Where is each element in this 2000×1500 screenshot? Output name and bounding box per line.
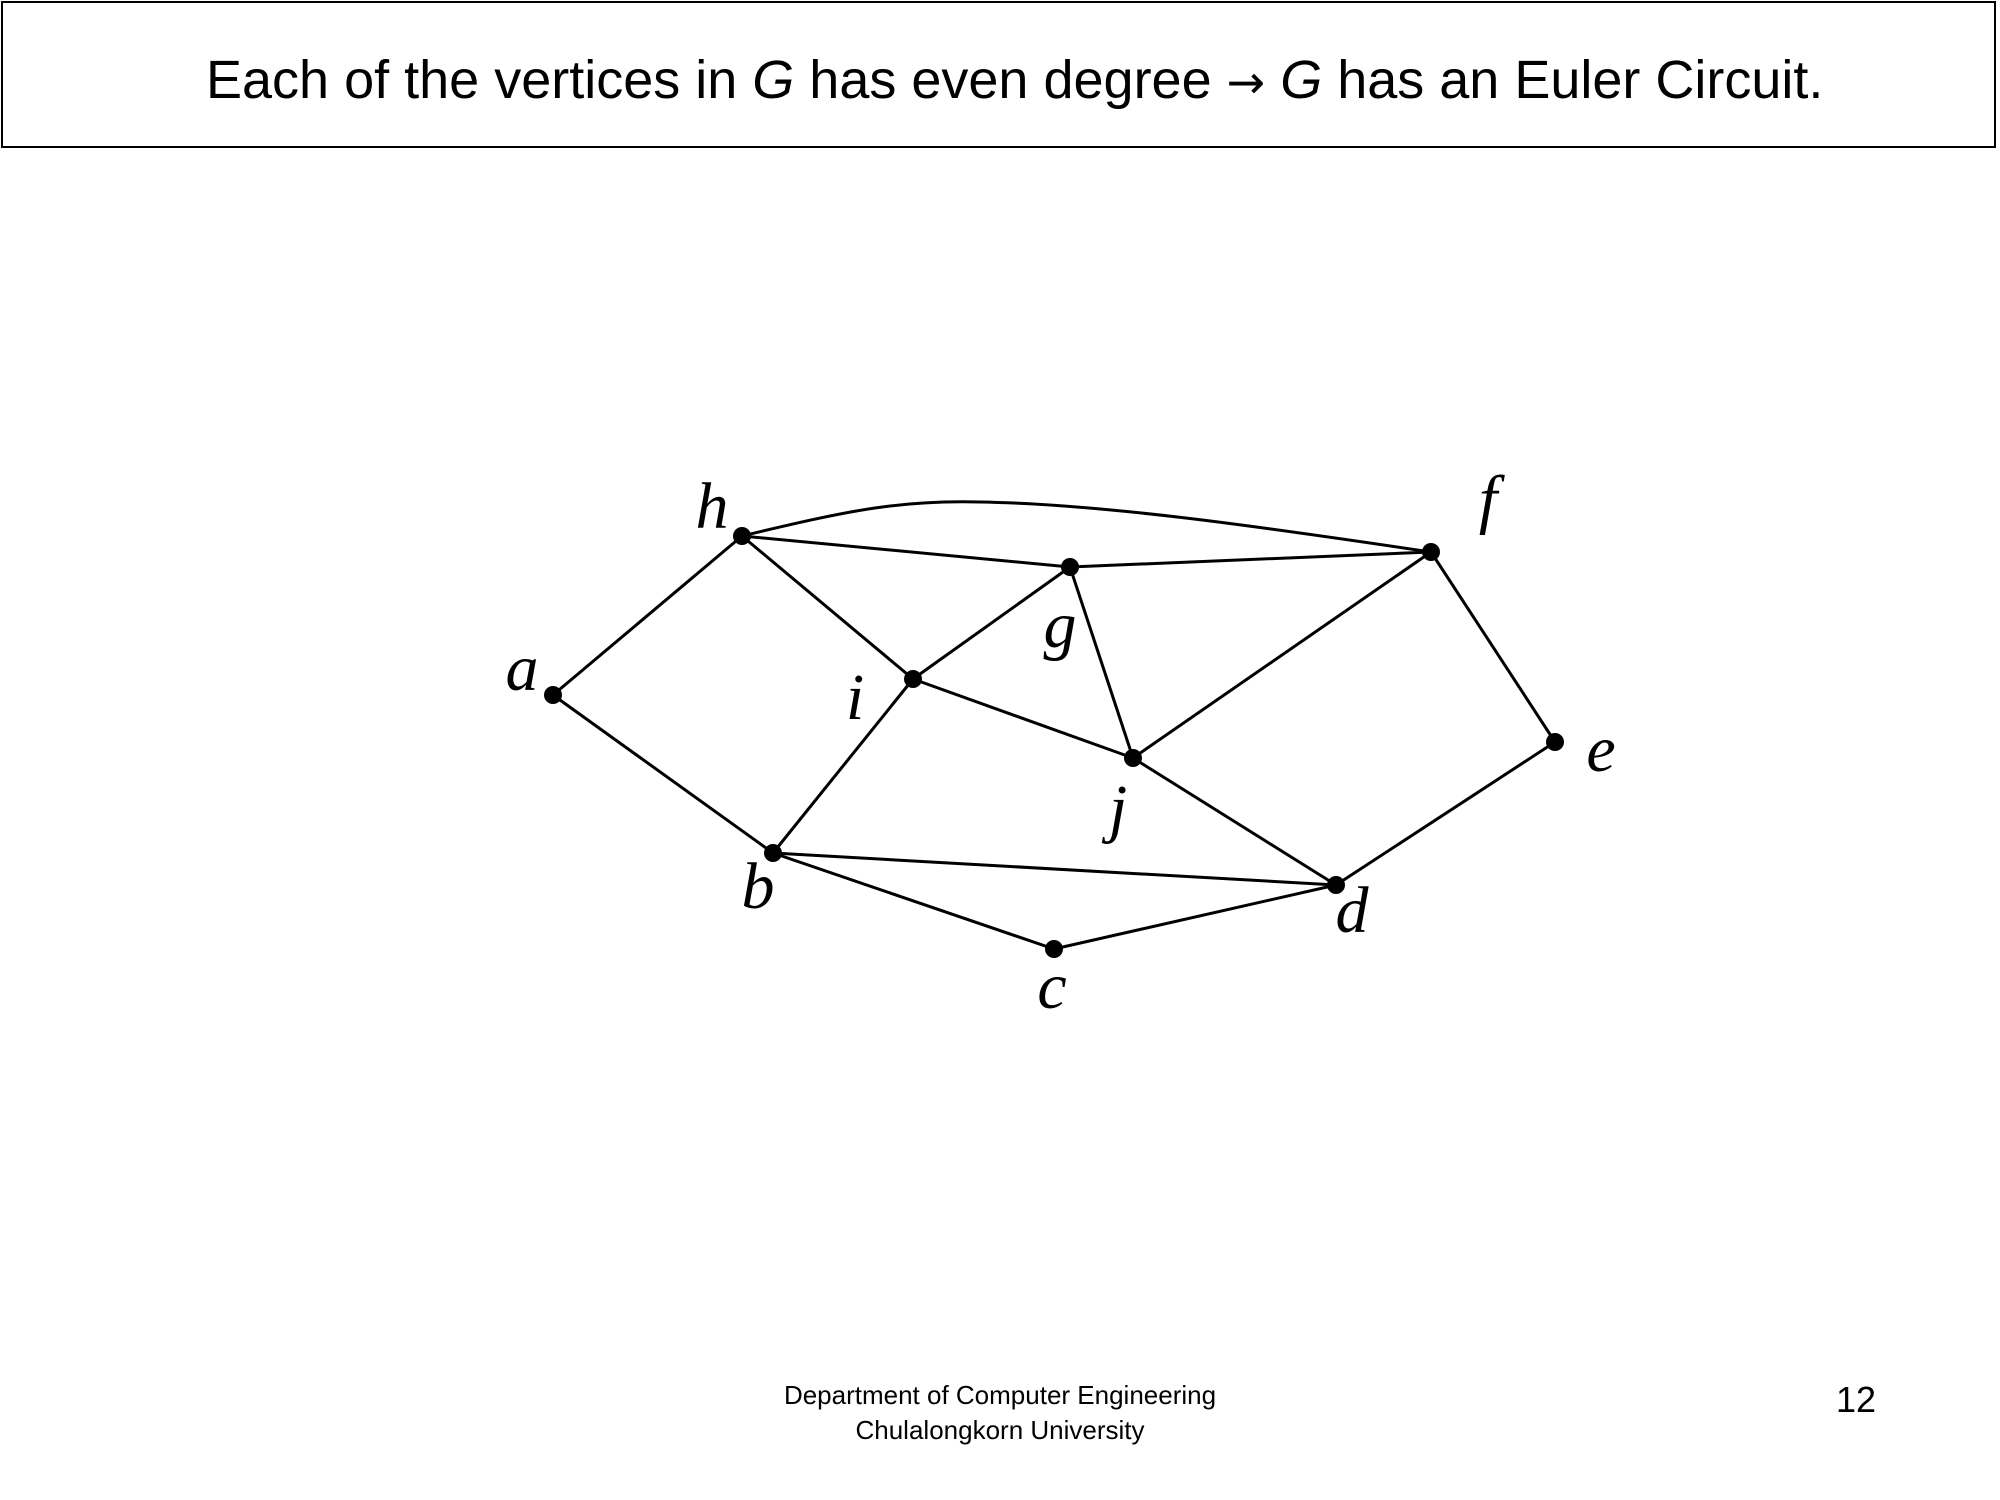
- title-part-4: has an Euler Circuit.: [1322, 50, 1824, 110]
- page-number: 12: [1836, 1379, 1877, 1420]
- vertex-j: [1124, 749, 1142, 767]
- vertex-e: [1546, 733, 1564, 751]
- title-part-1: Each of the vertices in: [206, 50, 753, 110]
- vertex-label-e: e: [1586, 713, 1615, 786]
- title-box: Each of the vertices in G has even degre…: [1, 1, 1996, 148]
- vertex-c: [1045, 940, 1063, 958]
- edge-h-g: [741, 534, 1071, 569]
- edge-b-d: [772, 851, 1337, 887]
- vertex-f: [1422, 543, 1440, 561]
- edge-i-b: [771, 678, 915, 854]
- edge-g-i: [912, 565, 1071, 681]
- edge-b-c: [772, 851, 1055, 951]
- title-graph-symbol-2: G: [1280, 50, 1323, 110]
- vertex-label-g: g: [1044, 589, 1077, 662]
- vertex-label-j: j: [1101, 772, 1127, 845]
- footer: Department of Computer Engineering Chula…: [700, 1378, 1300, 1448]
- edge-g-f: [1069, 550, 1432, 569]
- implies-arrow: →: [1226, 55, 1266, 109]
- edge-f-e: [1429, 551, 1557, 743]
- vertex-d: [1327, 876, 1345, 894]
- vertex-label-f: f: [1479, 463, 1505, 536]
- vertex-label-h: h: [696, 470, 729, 543]
- edge-h-i: [741, 534, 914, 681]
- edge-i-j: [912, 677, 1134, 760]
- vertex-g: [1061, 558, 1079, 576]
- edge-c-d: [1053, 883, 1337, 951]
- title-part-2: has even degree: [794, 50, 1227, 110]
- vertex-i: [904, 670, 922, 688]
- vertex-label-b: b: [742, 850, 775, 923]
- edge-j-d: [1132, 756, 1337, 887]
- edge-h-a: [552, 534, 743, 697]
- vertex-label-a: a: [506, 632, 539, 705]
- slide-title: Each of the vertices in G has even degre…: [206, 48, 1823, 114]
- footer-department: Department of Computer Engineering: [783, 1380, 1217, 1410]
- vertex-a: [544, 686, 562, 704]
- title-graph-symbol-1: G: [752, 50, 795, 110]
- vertex-b: [764, 844, 782, 862]
- graph-vertices: [544, 527, 1564, 958]
- edge-a-b: [552, 693, 774, 855]
- vertex-label-i: i: [846, 661, 864, 734]
- footer-university: Chulalongkorn University: [855, 1415, 1145, 1445]
- edge-j-f: [1132, 550, 1432, 760]
- edge-e-d: [1335, 740, 1556, 887]
- edge-h-f: [741, 500, 1432, 554]
- vertex-label-c: c: [1037, 950, 1066, 1023]
- edge-g-j: [1068, 566, 1135, 759]
- graph-vertex-labels: a b c d e f g h i j: [506, 463, 1616, 1023]
- vertex-label-d: d: [1336, 874, 1370, 947]
- vertex-h: [733, 527, 751, 545]
- graph-edges: [552, 500, 1557, 951]
